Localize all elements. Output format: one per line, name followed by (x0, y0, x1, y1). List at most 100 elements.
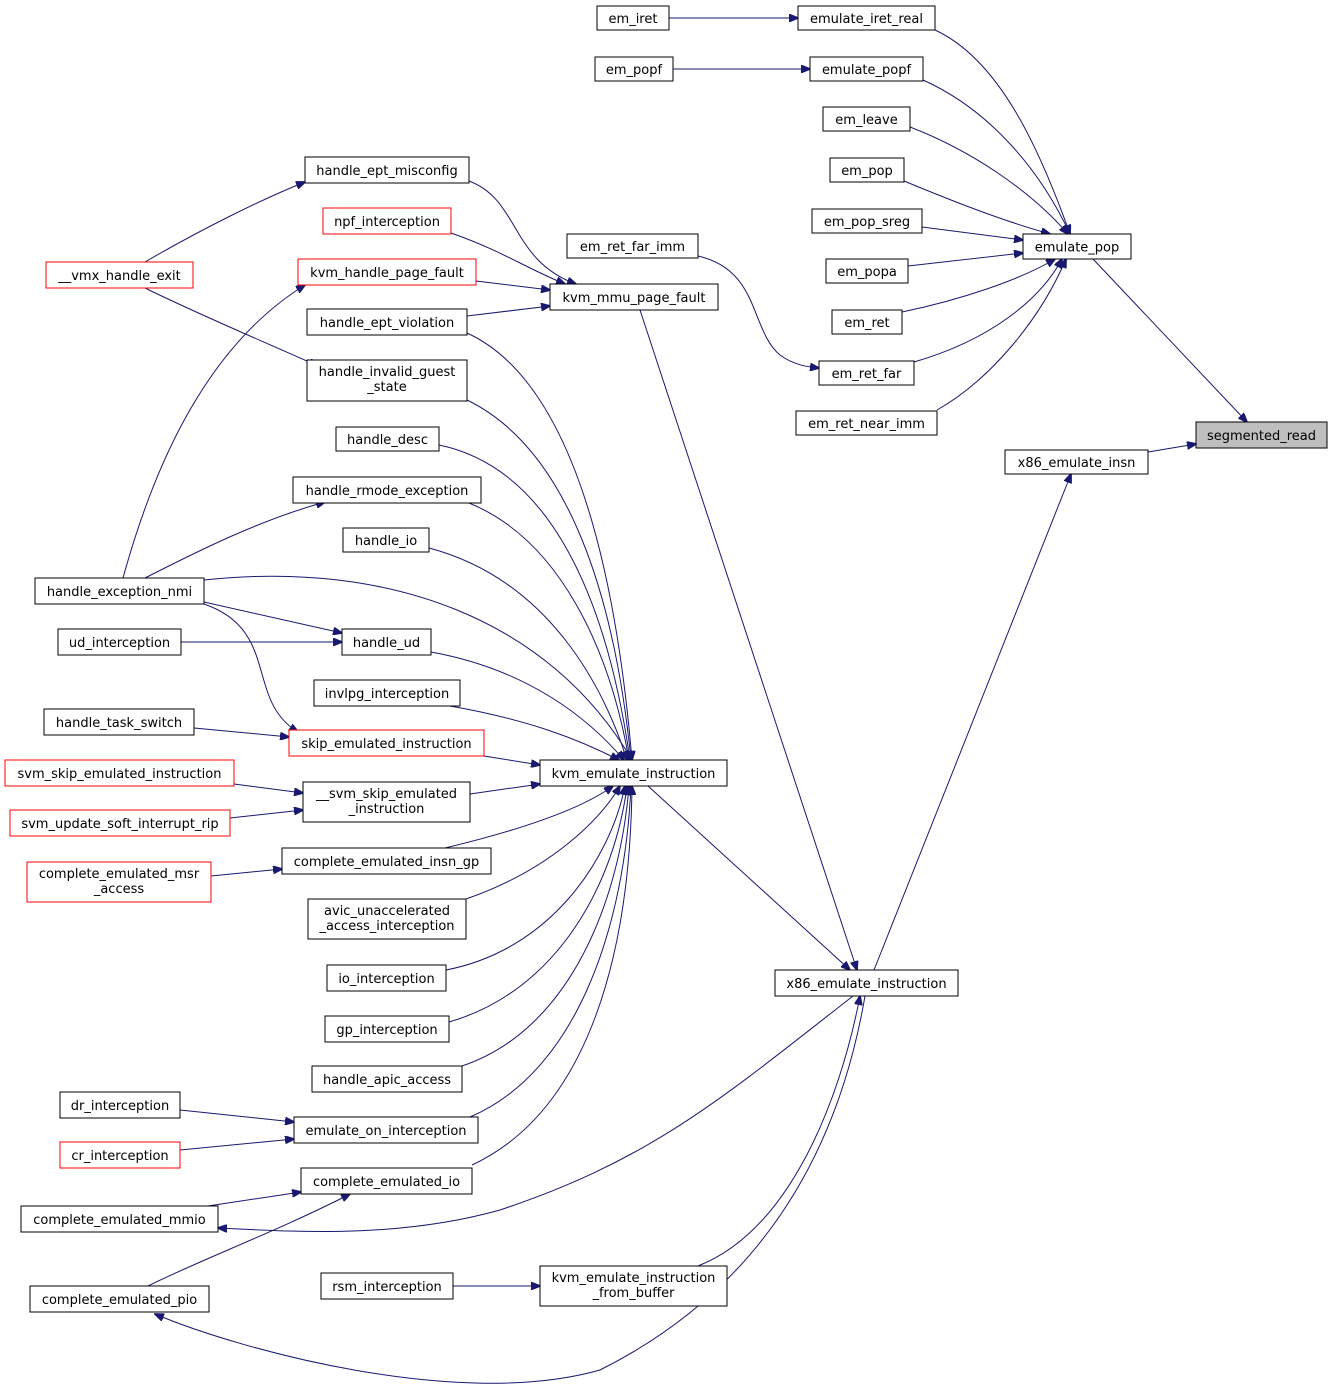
node-x86_emulate_insn[interactable]: x86_emulate_insn (1004, 449, 1149, 475)
node-box[interactable] (297, 258, 477, 286)
node-box[interactable] (288, 729, 485, 757)
node-complete_emulated_mmio[interactable]: complete_emulated_mmio (20, 1205, 219, 1233)
node-box[interactable] (335, 426, 440, 452)
node-box[interactable] (1022, 233, 1132, 260)
node-emulate_popf[interactable]: emulate_popf (809, 56, 924, 82)
node-box[interactable] (341, 628, 432, 656)
node-em_ret_far_imm[interactable]: em_ret_far_imm (566, 233, 699, 259)
node-box[interactable] (45, 261, 194, 289)
node-npf_interception[interactable]: npf_interception (322, 207, 452, 235)
node-box[interactable] (797, 5, 936, 31)
node-complete_emulated_pio[interactable]: complete_emulated_pio (29, 1285, 210, 1313)
node-box[interactable] (292, 476, 482, 504)
node-complete_emulated_msr_access[interactable]: complete_emulated_msr_access (26, 861, 212, 903)
node-box[interactable] (302, 781, 471, 823)
node-handle_rmode_exception[interactable]: handle_rmode_exception (292, 476, 482, 504)
node-box[interactable] (774, 969, 959, 997)
node-box[interactable] (322, 207, 452, 235)
node-em_ret[interactable]: em_ret (831, 309, 903, 335)
node-box[interactable] (818, 360, 915, 386)
node-box[interactable] (26, 861, 212, 903)
node-cr_interception[interactable]: cr_interception (59, 1141, 181, 1169)
node-handle_ud[interactable]: handle_ud (341, 628, 432, 656)
node-em_iret[interactable]: em_iret (596, 5, 670, 31)
node-box[interactable] (320, 1272, 454, 1300)
node-box[interactable] (4, 759, 235, 787)
node-box[interactable] (539, 1265, 728, 1307)
node-box[interactable] (1004, 449, 1149, 475)
node-box[interactable] (29, 1285, 210, 1313)
node-box[interactable] (306, 308, 468, 336)
node-box[interactable] (306, 359, 468, 402)
node-handle_io[interactable]: handle_io (342, 527, 430, 553)
node-box[interactable] (307, 898, 467, 940)
node-box[interactable] (326, 964, 447, 992)
node-box[interactable] (539, 759, 728, 787)
node-box[interactable] (829, 157, 905, 183)
node-box[interactable] (324, 1015, 450, 1043)
node-box[interactable] (34, 577, 205, 605)
node-box[interactable] (311, 1065, 463, 1093)
node-handle_apic_access[interactable]: handle_apic_access (311, 1065, 463, 1093)
node-gp_interception[interactable]: gp_interception (324, 1015, 450, 1043)
node-em_pop_sreg[interactable]: em_pop_sreg (811, 208, 923, 234)
node-box[interactable] (304, 156, 470, 184)
node-box[interactable] (9, 809, 231, 837)
node-invlpg_interception[interactable]: invlpg_interception (313, 679, 461, 707)
node-box[interactable] (281, 847, 492, 875)
node-emulate_on_interception[interactable]: emulate_on_interception (293, 1116, 479, 1144)
node-box[interactable] (342, 527, 430, 553)
node-box[interactable] (549, 283, 719, 311)
node-box[interactable] (594, 56, 674, 82)
node-box[interactable] (822, 106, 911, 132)
node-rsm_interception[interactable]: rsm_interception (320, 1272, 454, 1300)
node-vmx_handle_exit[interactable]: __vmx_handle_exit (45, 261, 194, 289)
node-complete_emulated_io[interactable]: complete_emulated_io (300, 1167, 473, 1195)
node-box[interactable] (566, 233, 699, 259)
node-kvm_emulate_instruction[interactable]: kvm_emulate_instruction (539, 759, 728, 787)
node-avic_unaccelerated_access_interception[interactable]: avic_unaccelerated_access_interception (307, 898, 467, 940)
node-segmented_read[interactable]: segmented_read (1195, 421, 1328, 449)
node-skip_emulated_instruction[interactable]: skip_emulated_instruction (288, 729, 485, 757)
node-box[interactable] (59, 1091, 181, 1119)
node-box[interactable] (831, 309, 903, 335)
node-handle_task_switch[interactable]: handle_task_switch (43, 708, 195, 736)
node-handle_desc[interactable]: handle_desc (335, 426, 440, 452)
node-handle_ept_violation[interactable]: handle_ept_violation (306, 308, 468, 336)
node-handle_invalid_guest_state[interactable]: handle_invalid_guest_state (306, 359, 468, 402)
node-box[interactable] (809, 56, 924, 82)
node-em_pop[interactable]: em_pop (829, 157, 905, 183)
node-kvm_emulate_instruction_from_buffer[interactable]: kvm_emulate_instruction_from_buffer (539, 1265, 728, 1307)
node-kvm_handle_page_fault[interactable]: kvm_handle_page_fault (297, 258, 477, 286)
node-io_interception[interactable]: io_interception (326, 964, 447, 992)
node-__svm_skip_emulated_instruction[interactable]: __svm_skip_emulated_instruction (302, 781, 471, 823)
node-box[interactable] (313, 679, 461, 707)
node-box[interactable] (596, 5, 670, 31)
node-box[interactable] (1195, 421, 1328, 449)
node-box[interactable] (825, 258, 909, 284)
node-box[interactable] (57, 628, 182, 656)
node-box[interactable] (20, 1205, 219, 1233)
node-svm_update_soft_interrupt_rip[interactable]: svm_update_soft_interrupt_rip (9, 809, 231, 837)
node-em_popf[interactable]: em_popf (594, 56, 674, 82)
node-em_ret_far[interactable]: em_ret_far (818, 360, 915, 386)
node-ud_interception[interactable]: ud_interception (57, 628, 182, 656)
node-em_ret_near_imm[interactable]: em_ret_near_imm (795, 410, 938, 436)
node-box[interactable] (811, 208, 923, 234)
node-svm_skip_emulated_instruction[interactable]: svm_skip_emulated_instruction (4, 759, 235, 787)
node-em_popa[interactable]: em_popa (825, 258, 909, 284)
node-dr_interception[interactable]: dr_interception (59, 1091, 181, 1119)
node-emulate_pop[interactable]: emulate_pop (1022, 233, 1132, 260)
node-box[interactable] (59, 1141, 181, 1169)
node-emulate_iret_real[interactable]: emulate_iret_real (797, 5, 936, 31)
node-handle_exception_nmi[interactable]: handle_exception_nmi (34, 577, 205, 605)
node-box[interactable] (300, 1167, 473, 1195)
node-x86_emulate_instruction[interactable]: x86_emulate_instruction (774, 969, 959, 997)
node-box[interactable] (293, 1116, 479, 1144)
node-em_leave[interactable]: em_leave (822, 106, 911, 132)
node-handle_ept_misconfig[interactable]: handle_ept_misconfig (304, 156, 470, 184)
node-box[interactable] (43, 708, 195, 736)
node-complete_emulated_insn_gp[interactable]: complete_emulated_insn_gp (281, 847, 492, 875)
node-kvm_mmu_page_fault[interactable]: kvm_mmu_page_fault (549, 283, 719, 311)
node-box[interactable] (795, 410, 938, 436)
